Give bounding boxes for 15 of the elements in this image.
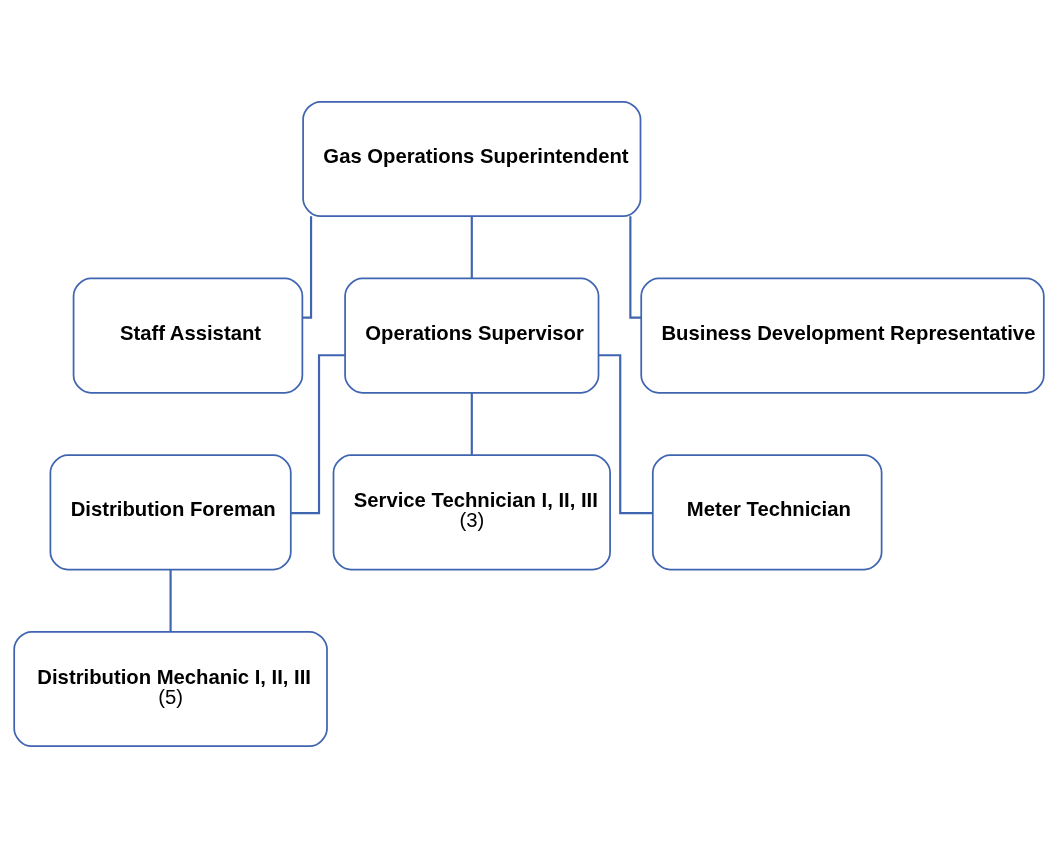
node-box: Staff Assistant xyxy=(72,277,304,394)
node-box: Gas Operations Superintendent xyxy=(302,100,642,218)
node-box: Service Technician I, II, III (3) xyxy=(332,454,611,571)
node-box: Business Development Representative xyxy=(640,277,1045,394)
node-box: Distribution Mechanic I, II, III (5) xyxy=(13,630,328,748)
node-box: Operations Supervisor xyxy=(344,277,600,394)
node-box: Distribution Foreman xyxy=(49,454,292,571)
connector xyxy=(629,216,642,319)
connector xyxy=(470,216,473,278)
connector xyxy=(302,216,313,319)
connector xyxy=(598,354,653,515)
connector xyxy=(470,393,473,455)
node-box: Meter Technician xyxy=(651,454,883,571)
connector xyxy=(291,354,345,515)
connector xyxy=(169,569,172,632)
